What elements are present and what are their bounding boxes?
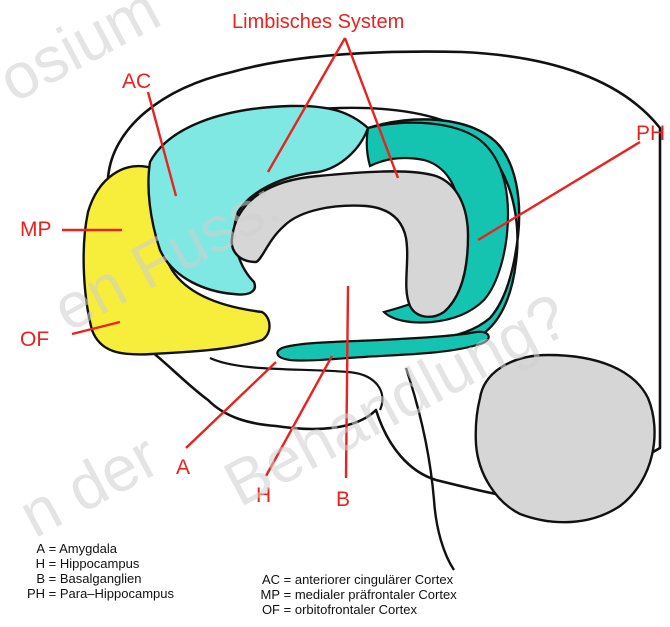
label-b: B bbox=[336, 488, 350, 511]
legend-key: A bbox=[0, 541, 45, 556]
legend-item-anterior-cingulate: AC = anteriorer cingulärer Cortex bbox=[255, 572, 555, 587]
label-ph: PH bbox=[636, 122, 665, 145]
legend-item-amygdala: A = Amygdala bbox=[0, 541, 240, 556]
legend-item-orbitofrontal: OF = orbitofrontaler Cortex bbox=[255, 602, 555, 617]
label-ac: AC bbox=[122, 70, 151, 93]
label-mp: MP bbox=[20, 218, 52, 241]
legend-text: Para–Hippocampus bbox=[60, 586, 174, 601]
legend-key: H bbox=[0, 556, 45, 571]
watermark-text-1: osium bbox=[0, 0, 171, 116]
legend-text: orbitofrontaler Cortex bbox=[295, 602, 417, 617]
legend-text: Basalganglien bbox=[60, 571, 142, 586]
legend-equals: = bbox=[49, 571, 57, 586]
legend-text: medialer präfrontaler Cortex bbox=[295, 587, 457, 602]
legend-item-hippocampus: H = Hippocampus bbox=[0, 556, 240, 571]
legend-text: anteriorer cingulärer Cortex bbox=[295, 572, 453, 587]
legend-key: MP bbox=[255, 587, 280, 602]
watermark-text-4: n der bbox=[7, 419, 170, 551]
legend-key: PH bbox=[0, 586, 45, 601]
diagram-title: Limbisches System bbox=[232, 11, 404, 33]
legend-item-basalganglien: B = Basalganglien bbox=[0, 571, 240, 586]
legend-equals: = bbox=[284, 587, 292, 602]
legend-equals: = bbox=[284, 572, 292, 587]
legend-text: Amygdala bbox=[59, 541, 117, 556]
label-a: A bbox=[176, 456, 190, 479]
legend-right: AC = anteriorer cingulärer Cortex MP = m… bbox=[255, 572, 555, 617]
legend-key: AC bbox=[255, 572, 280, 587]
legend-equals: = bbox=[49, 586, 57, 601]
legend-key: OF bbox=[255, 602, 280, 617]
legend-item-medial-prefrontal: MP = medialer präfrontaler Cortex bbox=[255, 587, 555, 602]
legend-left: A = Amygdala H = Hippocampus B = Basalga… bbox=[0, 541, 240, 601]
legend-equals: = bbox=[49, 556, 57, 571]
label-of: OF bbox=[20, 328, 49, 351]
legend-text: Hippocampus bbox=[60, 556, 140, 571]
legend-key: B bbox=[0, 571, 45, 586]
legend-item-para-hippocampus: PH = Para–Hippocampus bbox=[0, 586, 240, 601]
legend-equals: = bbox=[284, 602, 292, 617]
legend-equals: = bbox=[49, 541, 57, 556]
